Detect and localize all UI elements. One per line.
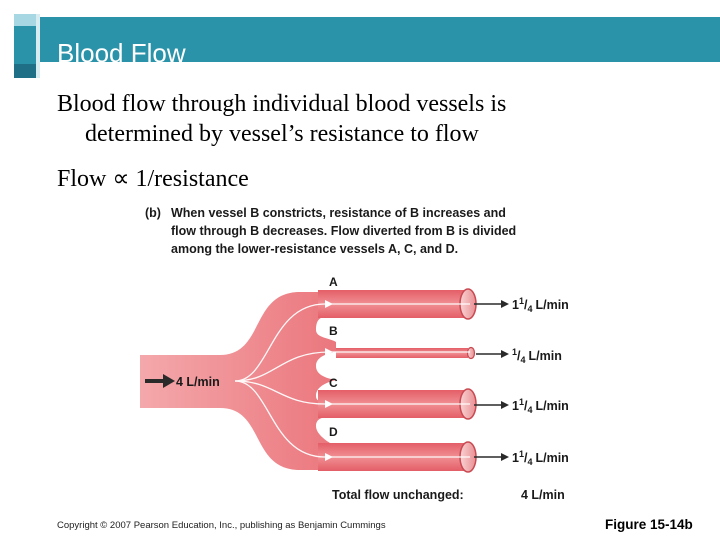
outflow-d-den: 4 xyxy=(527,457,532,467)
outflow-a-den: 4 xyxy=(527,304,532,314)
vessel-b xyxy=(336,348,468,358)
outflow-arrows xyxy=(474,303,503,458)
figure-tag: (b) xyxy=(145,206,161,220)
outflow-d-slash: / xyxy=(524,451,528,465)
body-line-3: Flow ∝ 1/resistance xyxy=(57,166,249,192)
outflow-b-slash: / xyxy=(517,349,521,363)
vessel-b-end xyxy=(466,346,476,360)
accent-square-bottom xyxy=(14,64,36,78)
total-flow-value: 4 L/min xyxy=(521,488,565,502)
inflow-label: 4 L/min xyxy=(176,375,220,389)
accent-square-mid xyxy=(14,14,36,26)
outflow-arrowheads xyxy=(501,300,509,461)
outflow-d-num: 1 xyxy=(519,449,524,459)
total-flow-label: Total flow unchanged: xyxy=(332,488,464,502)
accent-square-top xyxy=(14,14,36,64)
outflow-c-den: 4 xyxy=(527,405,532,415)
outflow-a-num: 1 xyxy=(519,296,524,306)
outflow-b-num: 1 xyxy=(512,347,517,357)
body-line-1: Blood flow through individual blood vess… xyxy=(57,91,507,117)
streamline-arrowheads xyxy=(325,300,333,461)
outflow-a-unit: L/min xyxy=(535,298,568,312)
caption-line-3: among the lower-resistance vessels A, C,… xyxy=(171,242,459,256)
outflow-c-num: 1 xyxy=(519,397,524,407)
outflow-b-unit: L/min xyxy=(529,349,562,363)
outflow-c-unit: L/min xyxy=(535,399,568,413)
copyright-notice: Copyright © 2007 Pearson Education, Inc.… xyxy=(57,520,386,531)
figure-reference: Figure 15-14b xyxy=(605,517,693,532)
title-underline xyxy=(40,62,720,64)
inflow-arrowhead xyxy=(163,374,175,388)
outflow-b-den: 4 xyxy=(521,355,526,365)
body-line-2: determined by vessel’s resistance to flo… xyxy=(85,121,479,147)
outflow-a-whole: 1 xyxy=(512,298,519,312)
vessel-label-d: D xyxy=(329,425,338,439)
caption-line-1: When vessel B constricts, resistance of … xyxy=(171,206,506,220)
outflow-c-whole: 1 xyxy=(512,399,519,413)
vessel-label-c: C xyxy=(329,376,338,390)
caption-line-2: flow through B decreases. Flow diverted … xyxy=(171,224,517,238)
outflow-d-unit: L/min xyxy=(535,451,568,465)
outflow-d-whole: 1 xyxy=(512,451,519,465)
outflow-a-slash: / xyxy=(524,298,528,312)
outflow-c-slash: / xyxy=(524,399,528,413)
accent-bar xyxy=(36,14,40,78)
vessel-label-a: A xyxy=(329,275,338,289)
vessel-label-b: B xyxy=(329,324,338,338)
vessel-trunk xyxy=(140,292,468,470)
title-bar xyxy=(40,17,720,64)
